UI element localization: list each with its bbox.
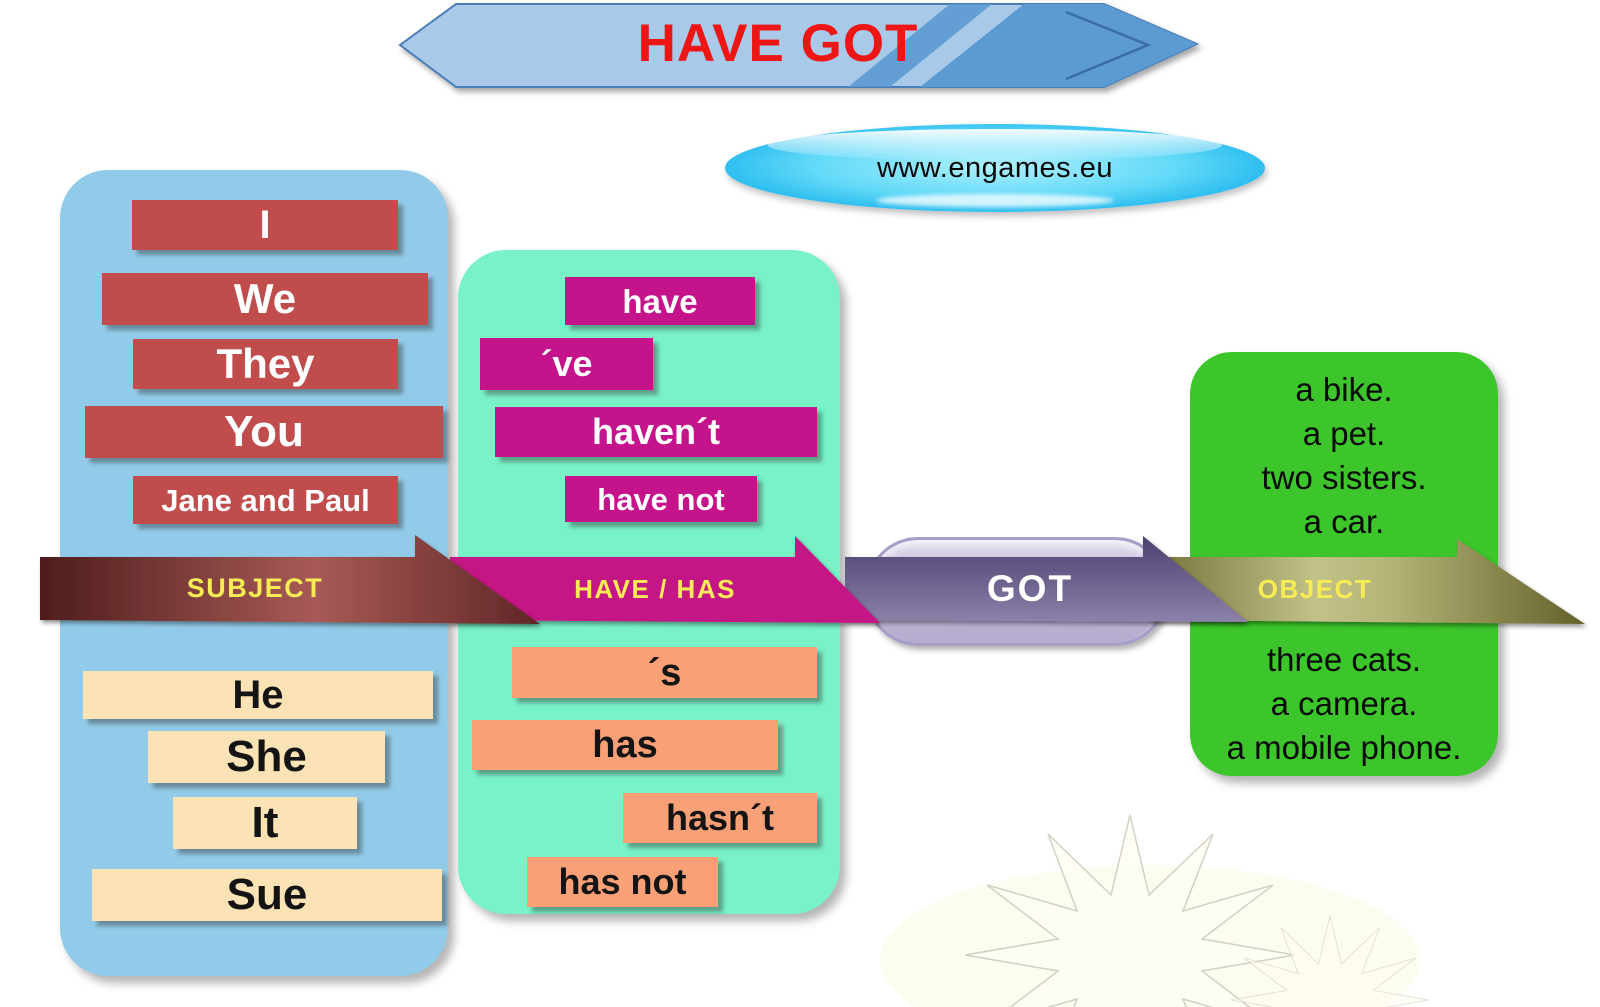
verb-box-havent: haven´t [495, 407, 817, 457]
subject-arrow-label: SUBJECT [186, 573, 324, 603]
object-line: a mobile phone. [1226, 729, 1462, 766]
subject-box-you: You [85, 406, 443, 458]
subject-box-they: They [133, 339, 398, 389]
verb-box-hasnt: hasn´t [623, 793, 817, 843]
object-line: a pet. [1302, 415, 1386, 452]
have-has-arrow-label: HAVE / HAS [574, 573, 736, 604]
object-line: two sisters. [1261, 459, 1427, 496]
object-list-top: a bike. a pet. two sisters. a car. [1190, 368, 1498, 544]
subject-box-we: We [102, 273, 428, 325]
subject-box-he: He [83, 671, 433, 719]
subject-box-she: She [148, 731, 385, 783]
object-list-bottom: three cats. a camera. a mobile phone. [1190, 638, 1498, 770]
object-line: three cats. [1266, 641, 1422, 678]
verb-box-have: have [565, 277, 755, 325]
subject-box-sue: Sue [92, 869, 442, 921]
object-line: a bike. [1295, 371, 1393, 408]
object-arrow-label: OBJECT [1257, 573, 1373, 604]
verb-box-s: ´s [512, 647, 817, 698]
object-line: a camera. [1270, 685, 1418, 722]
badge-gloss-highlight [768, 129, 1222, 161]
subject-box-it: It [173, 797, 357, 849]
starburst-decoration [880, 814, 1430, 1007]
object-line: a car. [1303, 503, 1385, 540]
website-badge: www.engames.eu [725, 124, 1265, 212]
got-arrow-label: GOT [986, 568, 1074, 609]
subject-box-jane-and-paul: Jane and Paul [133, 476, 398, 524]
website-url: www.engames.eu [877, 151, 1113, 184]
verb-box-has: has [472, 720, 778, 770]
page-title: HAVE GOT [637, 13, 919, 73]
badge-gloss-bottom [876, 193, 1114, 207]
verb-box-ve: ´ve [480, 338, 653, 390]
verb-box-have-not: have not [565, 476, 757, 522]
subject-box-i: I [132, 200, 398, 250]
verb-box-has-not: has not [527, 857, 718, 907]
